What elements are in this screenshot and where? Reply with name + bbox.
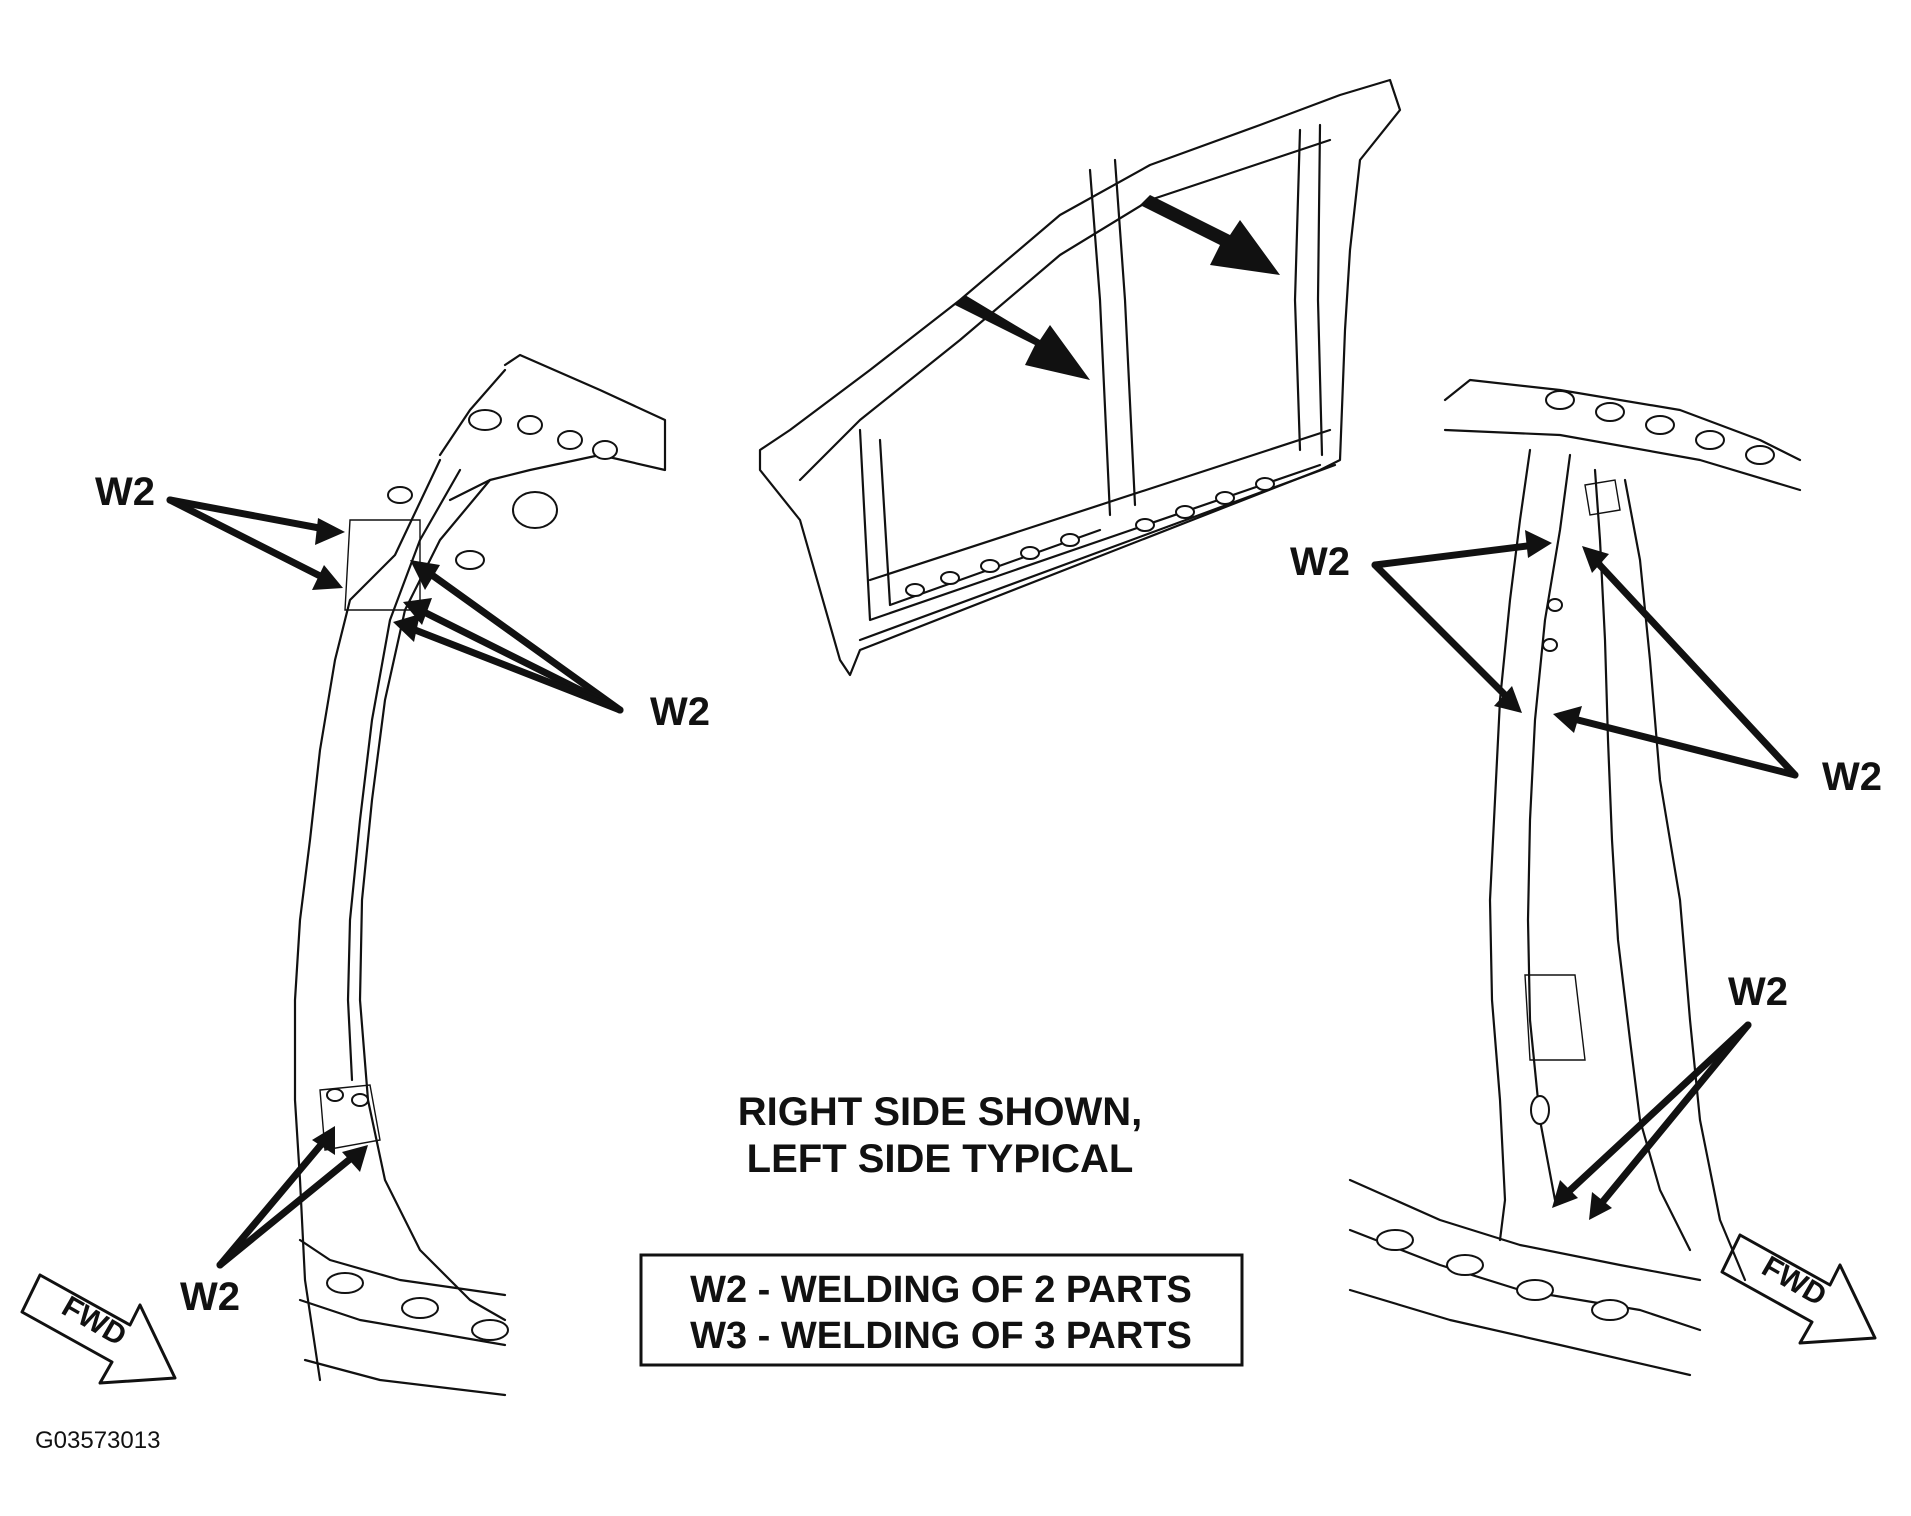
fwd-label-left: FWD: [56, 1290, 132, 1353]
callout-w2-right-upper-right: W2: [1822, 755, 1882, 799]
left-pillar-detail: [166, 353, 667, 1397]
fwd-arrow-right: FWD: [1720, 1233, 1877, 1345]
fwd-arrow-left: FWD: [20, 1273, 177, 1385]
callout-w2-right-lower: W2: [1728, 970, 1788, 1014]
figure-id: G03573013: [35, 1427, 160, 1454]
callout-w2-left-upper: W2: [95, 470, 155, 514]
right-pillar-detail: [1348, 378, 1802, 1377]
callout-w2-right-upper-left: W2: [1290, 540, 1350, 584]
callout-w2-left-lower: W2: [180, 1275, 240, 1319]
callout-w2-left-upper-right: W2: [650, 690, 710, 734]
legend-line-1: W2 - WELDING OF 2 PARTS: [690, 1269, 1192, 1311]
caption-line-1: RIGHT SIDE SHOWN,: [738, 1090, 1142, 1134]
legend-box: W2 - WELDING OF 2 PARTS W3 - WELDING OF …: [639, 1253, 1244, 1367]
fwd-label-right: FWD: [1756, 1250, 1832, 1313]
caption-line-2: LEFT SIDE TYPICAL: [747, 1137, 1134, 1181]
body-side-overview: [758, 78, 1402, 677]
legend-line-2: W3 - WELDING OF 3 PARTS: [690, 1315, 1192, 1357]
